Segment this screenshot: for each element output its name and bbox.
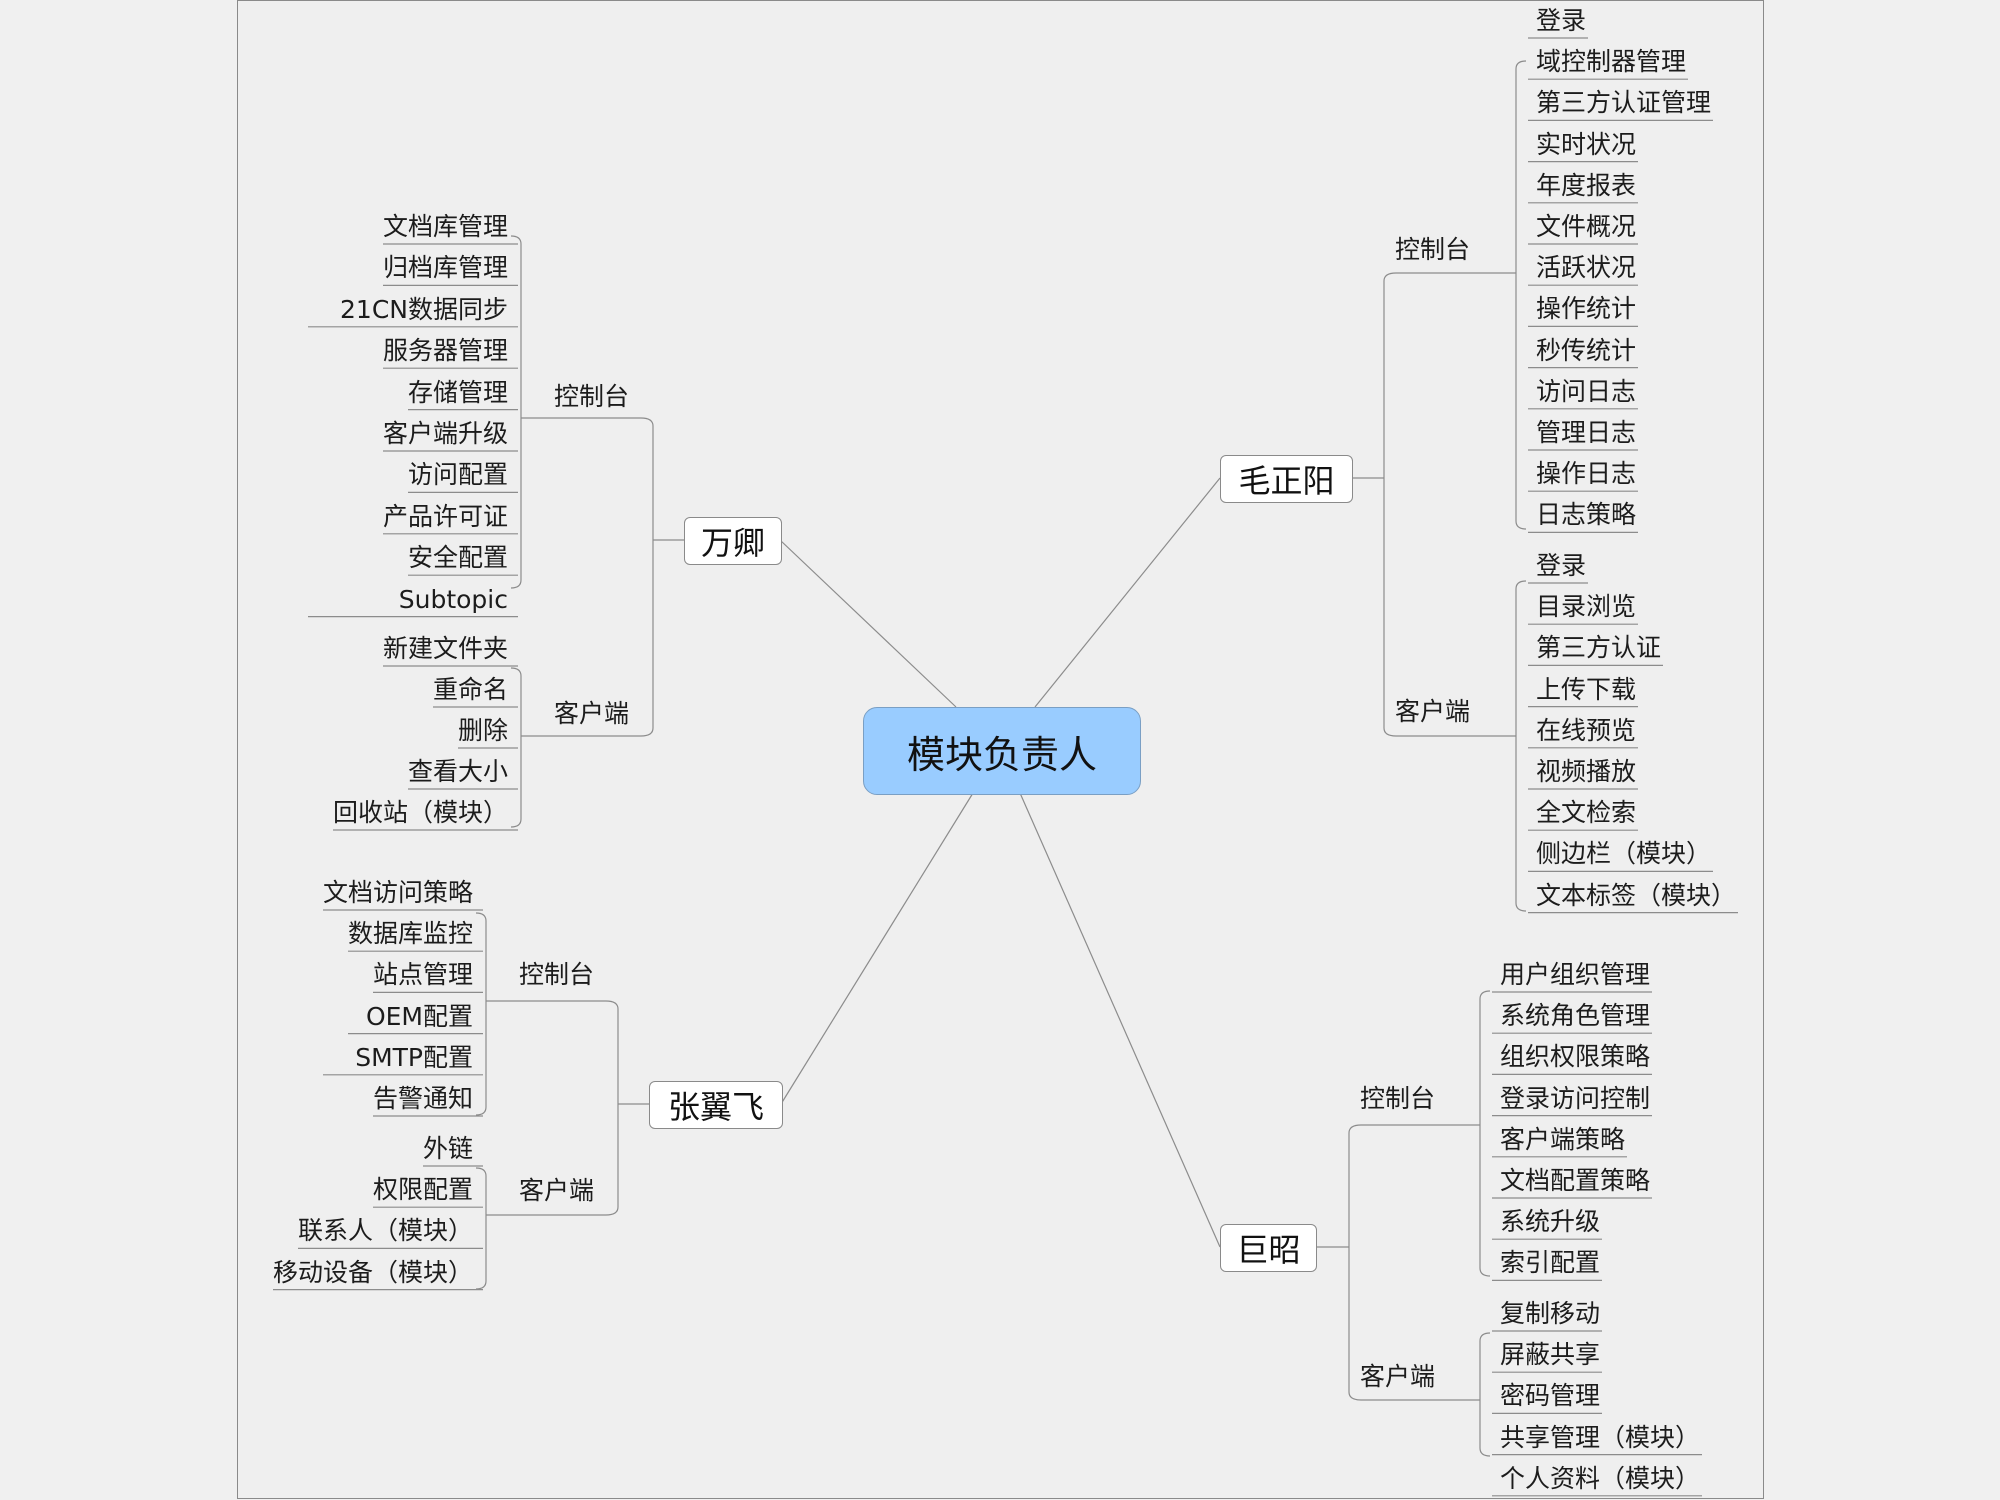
leaf-item[interactable]: 在线预览 [1536, 715, 1637, 745]
leaf-item[interactable]: 产品许可证 [382, 501, 508, 531]
leaf-item[interactable]: 组织权限策略 [1500, 1042, 1651, 1072]
leaf-item[interactable]: 共享管理（模块） [1500, 1422, 1701, 1452]
leaf-item[interactable]: OEM配置 [365, 1001, 473, 1031]
leaf-item[interactable]: 移动设备（模块） [272, 1257, 473, 1287]
category-console[interactable]: 控制台 [554, 382, 630, 411]
category-client[interactable]: 客户端 [1395, 697, 1471, 726]
root-to-person-connector [779, 539, 957, 708]
leaf-item[interactable]: 重命名 [432, 675, 508, 704]
person-juzhao[interactable]: 巨昭 [1220, 1224, 1317, 1272]
root-to-person-connector [1034, 477, 1221, 708]
leaf-item[interactable]: 外链 [422, 1134, 473, 1163]
leaf-item[interactable]: 客户端升级 [382, 419, 508, 448]
leaf-item[interactable]: 权限配置 [372, 1175, 473, 1205]
leaf-spine [1515, 60, 1527, 530]
leaf-item[interactable]: 查看大小 [407, 757, 508, 786]
leaf-item[interactable]: 归档库管理 [382, 253, 508, 283]
branch-stem [1348, 1124, 1362, 1401]
leaf-item[interactable]: 日志策略 [1536, 500, 1637, 530]
leaf-item[interactable]: 目录浏览 [1536, 592, 1637, 622]
leaf-item[interactable]: 登录访问控制 [1500, 1083, 1651, 1113]
leaf-item[interactable]: 登录 [1536, 551, 1587, 580]
category-client[interactable]: 客户端 [519, 1176, 595, 1205]
leaf-item[interactable]: 文档库管理 [382, 212, 508, 241]
leaf-item[interactable]: 第三方认证 [1536, 633, 1662, 663]
leaf-item[interactable]: 文档配置策略 [1500, 1166, 1651, 1195]
root-to-person-connector [780, 792, 974, 1105]
leaf-item[interactable]: 告警通知 [372, 1084, 473, 1113]
category-console[interactable]: 控制台 [519, 960, 595, 989]
leaf-spine [510, 235, 522, 589]
branch-stem [640, 417, 654, 737]
leaf-item[interactable]: 第三方认证管理 [1536, 88, 1712, 118]
category-client[interactable]: 客户端 [554, 699, 630, 728]
leaf-item[interactable]: 活跃状况 [1536, 253, 1637, 283]
leaf-item[interactable]: 侧边栏（模块） [1536, 839, 1712, 869]
leaf-item[interactable]: SMTP配置 [355, 1042, 473, 1072]
leaf-item[interactable]: 21CN数据同步 [340, 294, 508, 324]
leaf-item[interactable]: 域控制器管理 [1536, 47, 1687, 77]
leaf-spine [1515, 580, 1527, 912]
person-maozhengyang[interactable]: 毛正阳 [1220, 455, 1353, 503]
leaf-item[interactable]: 系统角色管理 [1500, 1001, 1651, 1031]
root-topic[interactable]: 模块负责人 [863, 707, 1141, 795]
leaf-item[interactable]: 联系人（模块） [297, 1216, 473, 1246]
leaf-item[interactable]: 文档访问策略 [322, 878, 473, 907]
category-console[interactable]: 控制台 [1360, 1084, 1436, 1113]
leaf-item[interactable]: 操作日志 [1536, 459, 1637, 489]
leaf-item[interactable]: 实时状况 [1536, 129, 1637, 159]
leaf-item[interactable]: 秒传统计 [1536, 335, 1637, 365]
connector-lines [273, 37, 1738, 1497]
leaf-item[interactable]: 上传下载 [1536, 674, 1637, 704]
leaf-spine [1479, 1332, 1491, 1457]
leaf-item[interactable]: 年度报表 [1536, 170, 1637, 200]
leaf-item[interactable]: 管理日志 [1536, 418, 1637, 447]
leaf-item[interactable]: 操作统计 [1536, 294, 1637, 324]
leaf-item[interactable]: 文件概况 [1536, 212, 1637, 241]
leaf-item[interactable]: 存储管理 [407, 377, 508, 407]
leaf-item[interactable]: 客户端策略 [1500, 1124, 1626, 1154]
leaf-item[interactable]: 站点管理 [372, 960, 473, 990]
leaf-item[interactable]: 密码管理 [1500, 1381, 1601, 1411]
leaf-item[interactable]: 新建文件夹 [382, 634, 508, 663]
leaf-item[interactable]: 访问日志 [1536, 376, 1637, 406]
leaf-item[interactable]: 回收站（模块） [332, 798, 508, 827]
leaf-item[interactable]: 服务器管理 [382, 336, 508, 366]
leaf-spine [510, 667, 522, 828]
leaf-spine [475, 912, 487, 1116]
leaf-spine [1479, 990, 1491, 1277]
leaf-item[interactable]: 复制移动 [1500, 1299, 1601, 1328]
leaf-item[interactable]: Subtopic [398, 584, 508, 614]
leaf-item[interactable]: 登录 [1536, 6, 1587, 35]
leaf-item[interactable]: 文本标签（模块） [1536, 880, 1737, 910]
root-to-person-connector [1019, 792, 1221, 1248]
leaf-item[interactable]: 访问配置 [407, 460, 508, 490]
leaf-item[interactable]: 用户组织管理 [1500, 960, 1651, 989]
leaf-item[interactable]: 全文检索 [1536, 798, 1637, 828]
leaf-item[interactable]: 索引配置 [1500, 1248, 1601, 1278]
leaf-spine [475, 1167, 487, 1290]
leaf-item[interactable]: 个人资料（模块） [1500, 1463, 1701, 1493]
person-zhangyifei[interactable]: 张翼飞 [649, 1081, 783, 1129]
leaf-item[interactable]: 安全配置 [407, 543, 508, 573]
leaf-item[interactable]: 系统升级 [1500, 1207, 1601, 1237]
branch-stem [605, 1000, 619, 1216]
category-client[interactable]: 客户端 [1360, 1362, 1436, 1391]
leaf-item[interactable]: 视频播放 [1536, 757, 1637, 786]
leaf-item[interactable]: 删除 [457, 716, 508, 745]
branch-stem [1383, 272, 1397, 737]
leaf-item[interactable]: 数据库监控 [347, 919, 473, 949]
person-wanqing[interactable]: 万卿 [684, 517, 782, 565]
category-console[interactable]: 控制台 [1395, 235, 1471, 264]
leaf-item[interactable]: 屏蔽共享 [1500, 1340, 1601, 1370]
